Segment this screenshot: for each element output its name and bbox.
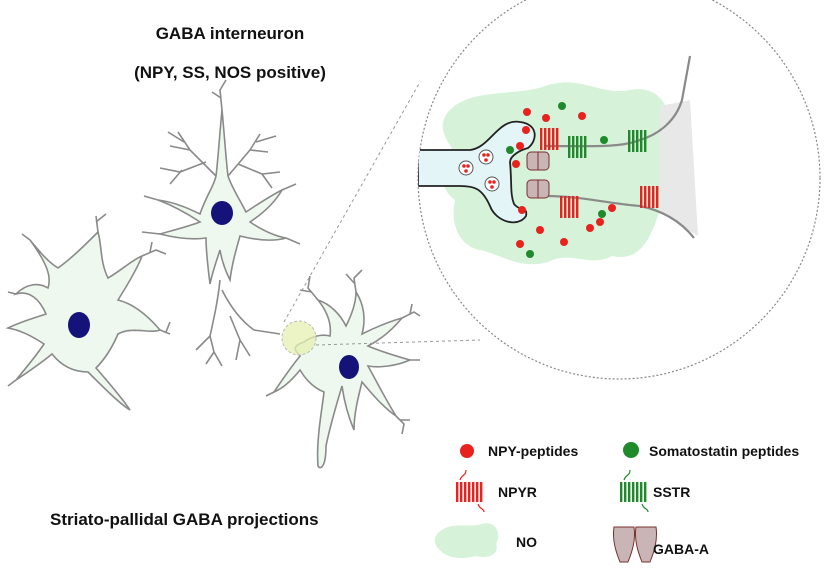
legend-npy-label: NPY-peptides bbox=[488, 443, 579, 459]
npy-peptide-dot bbox=[518, 206, 526, 214]
interneuron-dendrite bbox=[227, 133, 277, 177]
legend-gaba-a-label: GABA-A bbox=[653, 541, 709, 557]
left-neuron-dendrite bbox=[159, 321, 171, 335]
gaba-interneuron bbox=[141, 79, 301, 367]
legend-somatostatin-label: Somatostatin peptides bbox=[649, 443, 800, 459]
legend-npyr-label: NPYR bbox=[498, 484, 537, 500]
legend-somatostatin-icon bbox=[623, 442, 639, 458]
npy-receptor bbox=[560, 196, 580, 218]
interneuron-dendrite bbox=[159, 161, 207, 185]
npy-peptide-dot bbox=[536, 226, 544, 234]
legend-no-icon bbox=[434, 523, 499, 558]
somatostatin-peptide-dot bbox=[526, 250, 534, 258]
interneuron-axon bbox=[209, 279, 281, 337]
right-neuron-nucleus bbox=[339, 355, 359, 379]
npy-peptide-dot bbox=[560, 238, 568, 246]
somatostatin-peptide-dot bbox=[600, 136, 608, 144]
synapse-highlight bbox=[281, 320, 317, 356]
synaptic-vesicle bbox=[458, 160, 474, 176]
somatostatin-peptide-dot bbox=[506, 146, 514, 154]
left-neuron-dendrite bbox=[7, 233, 31, 387]
left-neuron-nucleus bbox=[68, 312, 90, 338]
interneuron-dendrite bbox=[167, 131, 217, 177]
synapse-inset bbox=[417, 0, 821, 380]
zoom-guide-line bbox=[283, 81, 421, 323]
interneuron-title: GABA interneuron bbox=[155, 24, 305, 43]
npy-receptor bbox=[640, 186, 660, 208]
npy-receptor bbox=[540, 128, 560, 150]
npy-peptide-dot bbox=[542, 114, 550, 122]
npy-peptide-dot bbox=[578, 112, 586, 120]
interneuron-dendrite bbox=[141, 183, 301, 245]
postsynaptic-shadow bbox=[660, 100, 698, 236]
presynaptic-terminal bbox=[418, 120, 536, 224]
left-projection-neuron bbox=[5, 213, 171, 411]
left-neuron-dendrite bbox=[95, 213, 107, 233]
interneuron-subtitle: (NPY, SS, NOS positive) bbox=[134, 63, 326, 82]
legend-gaba-a-icon bbox=[613, 526, 657, 563]
legend-sstr-icon bbox=[620, 469, 649, 513]
interneuron-axon-branch bbox=[195, 315, 251, 367]
left-neuron-dendrite bbox=[141, 241, 167, 257]
npy-peptide-dot bbox=[608, 204, 616, 212]
legend bbox=[434, 442, 657, 563]
right-neuron-dendrite bbox=[395, 415, 410, 435]
right-neuron-dendrite bbox=[401, 303, 421, 319]
npy-peptide-dot bbox=[596, 218, 604, 226]
somatostatin-peptide-dot bbox=[558, 102, 566, 110]
synaptic-vesicle bbox=[478, 149, 494, 165]
right-projection-neuron bbox=[265, 269, 421, 469]
right-neuron-dendrite bbox=[265, 359, 420, 397]
interneuron-dendrite bbox=[211, 79, 227, 111]
npy-peptide-dot bbox=[516, 240, 524, 248]
npy-peptide-dot bbox=[522, 126, 530, 134]
somatostatin-peptide-dot bbox=[598, 210, 606, 218]
interneuron-body bbox=[156, 109, 287, 285]
legend-npy-icon bbox=[460, 444, 474, 458]
somatostatin-receptor bbox=[568, 136, 588, 158]
synaptic-vesicle bbox=[484, 176, 500, 192]
interneuron-nucleus bbox=[211, 201, 233, 225]
projection-label: Striato-pallidal GABA projections bbox=[50, 510, 319, 529]
legend-npyr-icon bbox=[456, 469, 485, 513]
right-neuron-body bbox=[271, 289, 413, 469]
gaba-a-receptor bbox=[526, 179, 550, 199]
interneuron-dendrite bbox=[237, 163, 281, 189]
npy-peptide-dot bbox=[512, 160, 520, 168]
right-neuron-dendrite bbox=[345, 269, 363, 293]
somatostatin-receptor bbox=[628, 130, 648, 152]
legend-sstr-label: SSTR bbox=[653, 484, 691, 500]
legend-no-label: NO bbox=[516, 534, 537, 550]
gaba-a-receptor bbox=[526, 151, 550, 171]
npy-peptide-dot bbox=[586, 224, 594, 232]
npy-peptide-dot bbox=[516, 142, 524, 150]
npy-peptide-dot bbox=[523, 108, 531, 116]
